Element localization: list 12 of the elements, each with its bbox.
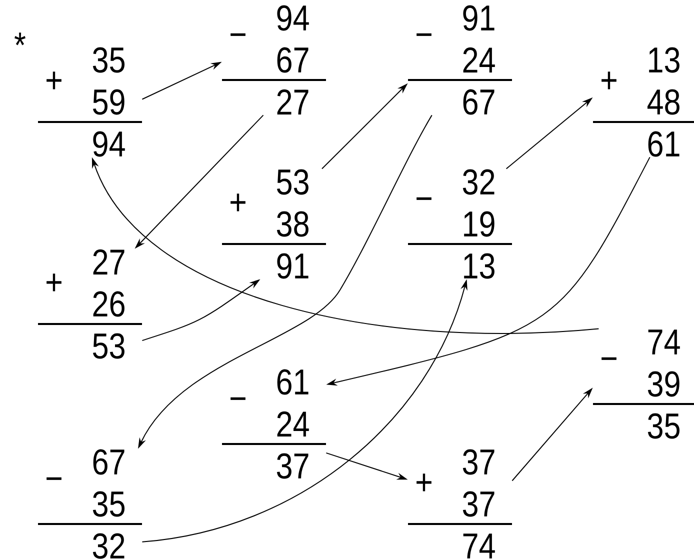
vertical-calculation: + 27 26 53 [38,249,142,359]
vertical-calculation: − 61 24 37 [222,369,326,479]
vertical-calculation: − 74 39 35 [593,330,694,439]
vertical-calculation: + 37 37 74 [408,449,512,558]
vertical-calculation: + 53 38 91 [222,169,326,279]
vertical-calculation: − 67 35 32 [38,449,142,559]
vertical-calculation: − 32 19 13 [408,169,512,279]
vertical-calculation: + 35 59 94 [38,47,142,157]
vertical-calculation: + 13 48 61 [593,47,694,157]
vertical-calculation: − 94 67 27 [222,5,326,115]
asterisk: * [14,32,26,46]
vertical-calculation: − 91 24 67 [408,5,512,115]
